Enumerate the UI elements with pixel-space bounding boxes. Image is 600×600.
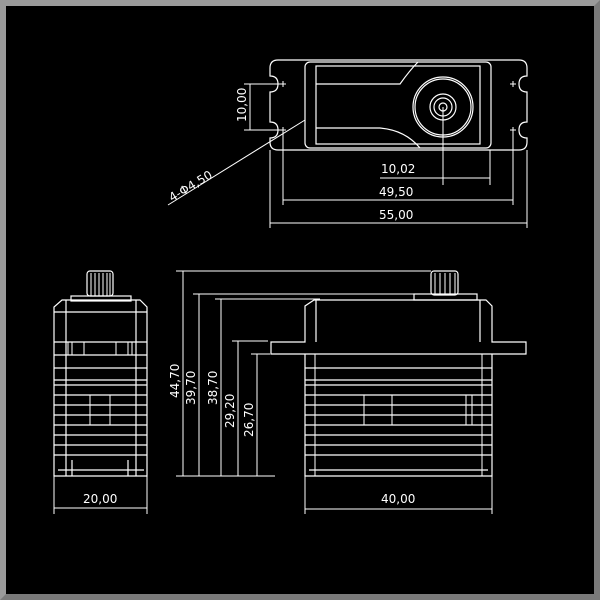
dim-hole-spacing: 10,00 bbox=[235, 88, 249, 122]
dim-height-to-cap: 39,70 bbox=[184, 371, 198, 405]
mounting-holes bbox=[280, 81, 516, 133]
dim-total-height: 44,70 bbox=[168, 364, 182, 398]
front-view: 20,00 bbox=[53, 270, 148, 514]
dim-overall-length: 55,00 bbox=[379, 208, 413, 222]
dim-hole-pitch: 49,50 bbox=[379, 185, 413, 199]
dim-flange-bottom-height: 26,70 bbox=[242, 403, 256, 437]
dim-output-offset: 10,02 bbox=[381, 162, 415, 176]
dim-hole-diameter: 4-Φ4,50 bbox=[166, 168, 214, 205]
dim-front-width: 20,00 bbox=[83, 492, 117, 506]
top-view: 10,00 4-Φ4,50 10,02 49,50 55,00 bbox=[166, 59, 528, 228]
dim-case-height: 38,70 bbox=[206, 371, 220, 405]
dim-side-length: 40,00 bbox=[381, 492, 415, 506]
dim-flange-top-height: 29,20 bbox=[223, 394, 237, 428]
side-view: 44,70 39,70 38,70 29,20 26,70 40,00 bbox=[168, 270, 527, 514]
